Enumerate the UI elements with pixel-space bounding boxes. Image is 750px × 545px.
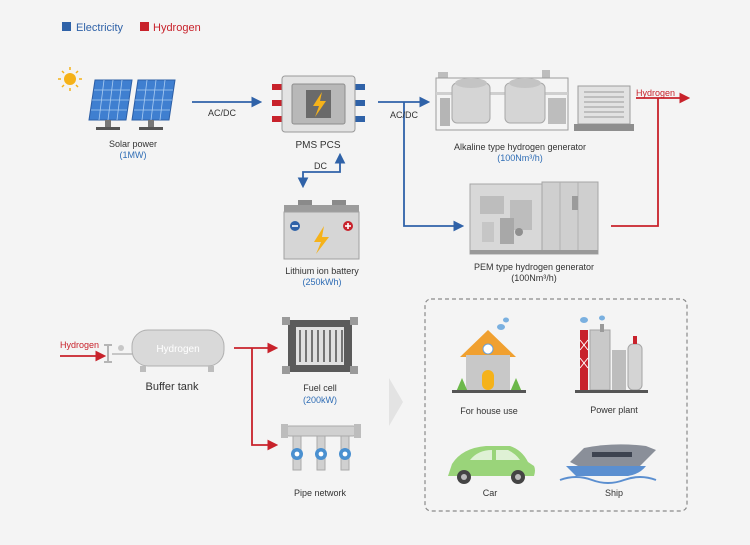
- pcs-unit-icon: [272, 75, 365, 133]
- pem-generator-icon: [469, 181, 599, 255]
- use-power-plant-label: Power plant: [590, 405, 638, 415]
- fuel-cell-label: Fuel cell: [303, 383, 337, 393]
- battery-label: Lithium ion battery: [285, 266, 359, 276]
- chevron-right-icon: [389, 378, 403, 426]
- pcs-label: PMS PCS: [295, 140, 340, 151]
- fuel-cell-icon: [282, 317, 358, 374]
- lightning-icon: [313, 92, 326, 117]
- legend-hydrogen-label: Hydrogen: [153, 22, 201, 34]
- battery-icon: [283, 200, 360, 260]
- fuel-cell-capacity: (200kW): [303, 395, 337, 405]
- pem-capacity: (100Nm³/h): [511, 273, 557, 283]
- legend-electricity-label: Electricity: [76, 22, 124, 34]
- uses-box: [424, 298, 688, 512]
- hydrogen-line-pem: [611, 98, 659, 227]
- pem-label: PEM type hydrogen generator: [474, 262, 594, 272]
- arrow-pcs-battery: [297, 152, 346, 189]
- flow-label-dc: DC: [314, 161, 327, 171]
- power-plant-icon: [575, 315, 648, 393]
- use-ship-label: Ship: [605, 488, 623, 498]
- use-car-label: Car: [483, 488, 498, 498]
- sun-icon: [58, 67, 82, 91]
- legend-hydrogen-swatch: [140, 22, 149, 31]
- flow-label-acdc-1: AC/DC: [208, 108, 237, 118]
- ship-icon: [559, 444, 657, 484]
- use-house-label: For house use: [460, 406, 518, 416]
- pipe-network-label: Pipe network: [294, 488, 347, 498]
- flow-label-hydrogen-in: Hydrogen: [60, 340, 99, 350]
- legend-electricity-swatch: [62, 22, 71, 31]
- buffer-tank-label: Buffer tank: [146, 381, 199, 393]
- legend: Electricity Hydrogen: [62, 22, 201, 34]
- buffer-tank-text: Hydrogen: [156, 344, 199, 355]
- alkaline-generator-icon: [435, 70, 634, 131]
- flow-label-acdc-2: AC/DC: [390, 110, 419, 120]
- alkaline-label: Alkaline type hydrogen generator: [454, 142, 586, 152]
- house-icon: [452, 317, 526, 393]
- solar-capacity: (1MW): [120, 150, 147, 160]
- solar-panel-icon: [88, 79, 176, 130]
- solar-label: Solar power: [109, 139, 157, 149]
- arrow-pcs-to-pem: [403, 102, 465, 232]
- arrow-tank-to-pipe: [251, 348, 279, 451]
- battery-capacity: (250kWh): [302, 277, 341, 287]
- car-icon: [448, 446, 535, 484]
- pipe-network-icon: [281, 424, 361, 471]
- buffer-tank-icon: Hydrogen: [104, 329, 225, 372]
- flow-label-hydrogen-out: Hydrogen: [636, 88, 675, 98]
- alkaline-capacity: (100Nm³/h): [497, 153, 543, 163]
